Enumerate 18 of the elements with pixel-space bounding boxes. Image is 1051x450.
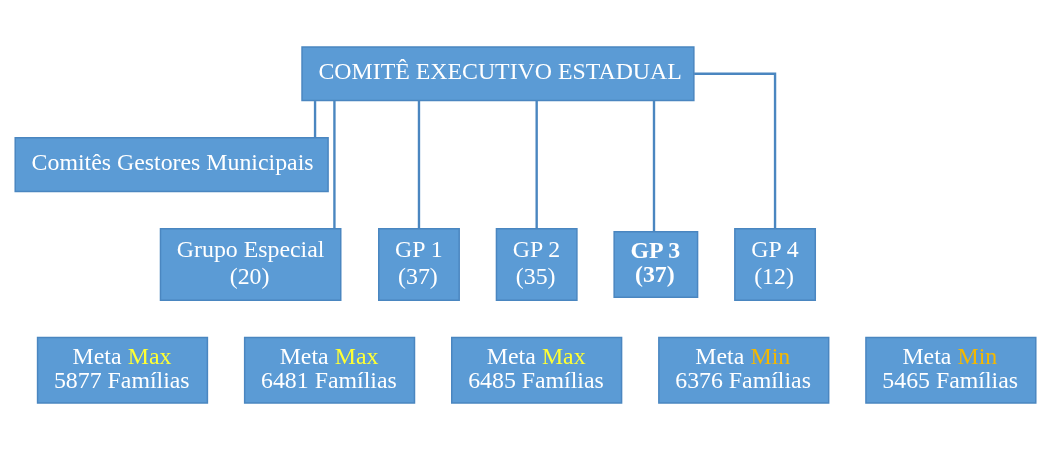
node-box: Grupo Especial (20) (159, 227, 342, 301)
connector (313, 101, 317, 138)
node-box: Meta Max 6481 Famílias (243, 336, 416, 404)
node-box: Comitês Gestores Municipais (14, 137, 329, 193)
connector (417, 100, 421, 229)
node-box: Meta Max 5877 Famílias (36, 336, 209, 404)
connector (652, 100, 656, 232)
node-box: COMITÊ EXECUTIVO ESTADUAL (301, 46, 695, 102)
node-box: GP 3 (37) (613, 230, 699, 298)
node-box: Meta Min 5465 Famílias (865, 336, 1037, 404)
connector (333, 100, 336, 229)
node-box: Meta Min 6376 Famílias (658, 336, 830, 404)
connector (694, 72, 777, 229)
node-box: GP 1 (37) (378, 227, 460, 301)
node-box: GP 2 (35) (495, 227, 578, 301)
connector (535, 100, 538, 229)
node-box: GP 4 (12) (734, 227, 817, 301)
node-box: Meta Max 6485 Famílias (451, 336, 623, 404)
